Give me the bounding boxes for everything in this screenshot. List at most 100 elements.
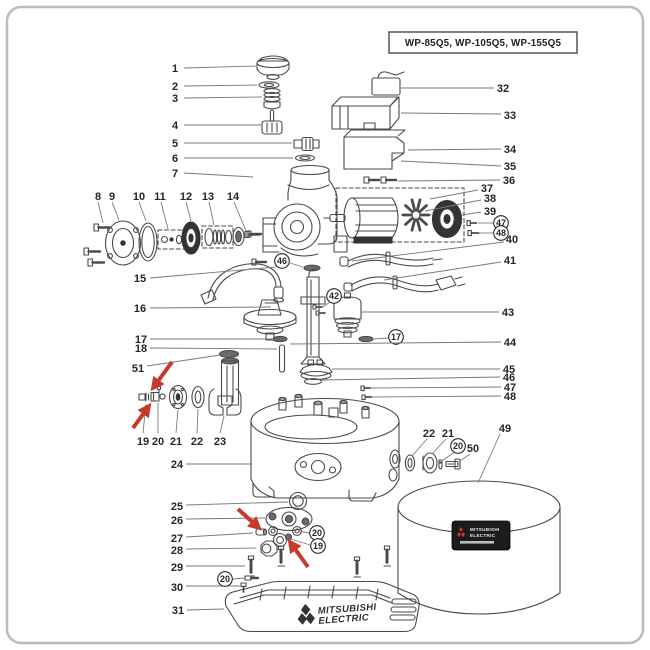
tank-label-brand-line1: MITSUBISHI <box>470 527 500 532</box>
svg-text:38: 38 <box>484 193 496 205</box>
part-label-27: 27 <box>171 532 254 545</box>
part-34-terminal-cover <box>343 129 406 170</box>
part-2-cap-gasket <box>258 81 280 89</box>
part-4-drain-plug <box>261 109 283 135</box>
mitsubishi-logo-base: MITSUBISHI ELECTRIC <box>297 602 377 627</box>
part-label-2: 2 <box>172 81 258 93</box>
part-21-flange-b <box>422 452 438 474</box>
diagram-artwork: MITSUBISHI ELECTRIC <box>83 55 561 633</box>
part-8-bolts <box>83 223 112 267</box>
part-label-8: 8 <box>95 191 104 224</box>
base-brand-line2: ELECTRIC <box>318 612 369 627</box>
svg-text:35: 35 <box>504 161 516 173</box>
part-label-11: 11 <box>154 191 169 230</box>
svg-text:14: 14 <box>227 191 240 203</box>
part-label-20: 20 <box>152 403 164 448</box>
svg-text:28: 28 <box>171 545 183 557</box>
part-label-33: 33 <box>400 110 516 122</box>
svg-text:4: 4 <box>172 120 179 132</box>
part-38-cooling-fan <box>401 198 431 232</box>
part-label-20-circled: 20 <box>442 438 466 461</box>
part-14-seal-ring <box>232 226 261 247</box>
part-label-15: 15 <box>134 266 277 285</box>
svg-text:2: 2 <box>172 81 178 93</box>
svg-text:20: 20 <box>453 441 463 451</box>
page-border <box>5 5 645 645</box>
part-label-29: 29 <box>171 562 245 574</box>
model-title-border <box>388 31 578 54</box>
svg-text:32: 32 <box>497 83 509 95</box>
model-title-box: WP-85Q5, WP-105Q5, WP-155Q5 <box>388 31 578 54</box>
svg-text:24: 24 <box>171 459 184 471</box>
part-label-12: 12 <box>180 191 192 222</box>
part-label-35: 35 <box>400 160 516 173</box>
part-label-49: 49 <box>477 423 511 484</box>
part-23-ejector-pipe <box>208 357 242 416</box>
annotation-arrows-layer <box>131 360 310 569</box>
svg-text:15: 15 <box>134 273 146 285</box>
svg-text:11: 11 <box>154 191 166 203</box>
part-5-discharge-union <box>293 136 320 152</box>
part-21-mounting-flange <box>168 384 188 410</box>
svg-text:21: 21 <box>442 428 454 440</box>
svg-text:6: 6 <box>172 153 178 165</box>
part-label-5: 5 <box>172 138 292 150</box>
part-label-19-circled: 19 <box>290 538 326 554</box>
tank-label-brand-line2: ELECTRIC <box>470 533 496 538</box>
svg-text:43: 43 <box>502 307 514 319</box>
svg-text:48: 48 <box>496 228 506 238</box>
part-label-13: 13 <box>202 191 215 226</box>
part-47-screw-b <box>360 385 372 392</box>
part-label-6: 6 <box>172 153 293 165</box>
svg-text:49: 49 <box>499 423 511 435</box>
svg-text:19: 19 <box>137 436 149 448</box>
svg-text:34: 34 <box>504 144 517 156</box>
svg-text:20: 20 <box>312 528 322 538</box>
mitsubishi-logo-tank-label: MITSUBISHI ELECTRIC <box>457 527 500 544</box>
red-annotation-arrow <box>150 360 174 392</box>
base-brand-line1: MITSUBISHI <box>317 602 377 617</box>
part-17-gasket <box>272 335 288 343</box>
part-39-fan-guard-wheel <box>431 199 463 239</box>
part-16-pressure-switch <box>243 299 297 341</box>
part-label-24: 24 <box>171 459 252 471</box>
part-label-51: 51 <box>132 354 221 375</box>
svg-text:12: 12 <box>180 191 192 203</box>
part-label-17: 17 <box>135 334 272 346</box>
part-label-17-circled: 17 <box>373 329 404 345</box>
red-annotation-arrow <box>236 507 262 531</box>
svg-text:16: 16 <box>134 303 146 315</box>
model-numbers: WP-85Q5, WP-105Q5, WP-155Q5 <box>405 38 562 49</box>
part-label-7: 7 <box>172 168 254 180</box>
part-22-oval-gasket <box>191 385 205 409</box>
part-13-mechanical-seal <box>201 225 234 249</box>
part-18-valve-rod <box>278 344 286 373</box>
svg-text:50: 50 <box>467 443 479 455</box>
svg-text:20: 20 <box>220 574 230 584</box>
red-annotation-arrow <box>287 538 310 569</box>
part-29-bolts <box>247 545 286 577</box>
svg-text:45: 45 <box>503 364 515 376</box>
part-25-drain-ring <box>288 491 308 511</box>
part-20-bolt-b <box>438 459 443 470</box>
svg-text:29: 29 <box>171 562 183 574</box>
part-label-45: 45 <box>332 364 515 376</box>
svg-text:22: 22 <box>191 436 203 448</box>
part-label-30: 30 <box>171 582 240 594</box>
part-20-bolt <box>244 575 260 581</box>
svg-text:9: 9 <box>109 191 115 203</box>
part-33-switch-box <box>331 96 400 130</box>
part-label-41: 41 <box>383 255 516 281</box>
part-label-46-circled: 46 <box>274 253 304 269</box>
svg-text:41: 41 <box>504 255 516 267</box>
part-50-plug <box>445 458 461 470</box>
part-label-21: 21 <box>170 409 182 448</box>
part-48-screw-a <box>467 230 480 237</box>
part-label-9: 9 <box>109 191 120 221</box>
part-label-47: 47 <box>370 382 516 394</box>
svg-text:3: 3 <box>172 93 178 105</box>
part-label-1: 1 <box>172 63 257 75</box>
svg-text:18: 18 <box>135 343 147 355</box>
